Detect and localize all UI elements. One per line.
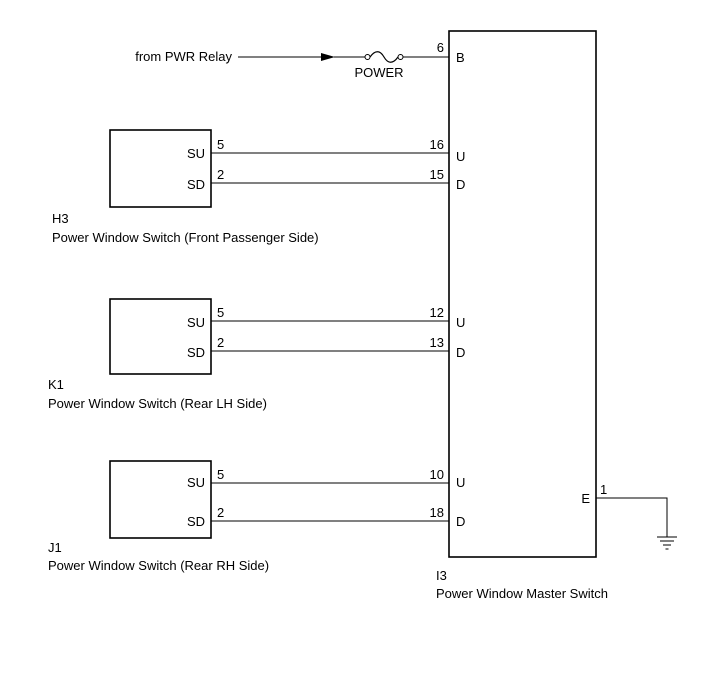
master-terminal-d3: D bbox=[456, 514, 465, 529]
master-switch: B U D U D U D E I3 Power Window Master S… bbox=[436, 30, 608, 601]
switch-code: J1 bbox=[48, 540, 62, 555]
switch-sd-pin: 2 bbox=[217, 335, 224, 350]
switch-sd-label: SD bbox=[187, 177, 205, 192]
power-supply-line: from PWR Relay POWER 6 bbox=[135, 40, 449, 80]
switch-sd-label: SD bbox=[187, 345, 205, 360]
master-code: I3 bbox=[436, 568, 447, 583]
ground-circuit: 1 bbox=[596, 482, 677, 550]
switch-name: Power Window Switch (Front Passenger Sid… bbox=[52, 230, 319, 245]
switch-su-pin: 5 bbox=[217, 137, 224, 152]
switch-front-passenger: SU SD 5 2 16 15 H3 Power Window Switch (… bbox=[52, 129, 449, 245]
switch-su-label: SU bbox=[187, 315, 205, 330]
master-terminal-u2: U bbox=[456, 315, 465, 330]
master-terminal-d1: D bbox=[456, 177, 465, 192]
master-pin-d3: 18 bbox=[430, 505, 444, 520]
switch-su-label: SU bbox=[187, 146, 205, 161]
switch-box bbox=[109, 460, 212, 539]
fuse-label: POWER bbox=[354, 65, 403, 80]
switch-box bbox=[109, 298, 212, 375]
master-terminal-u3: U bbox=[456, 475, 465, 490]
master-pin-e: 1 bbox=[600, 482, 607, 497]
switch-name: Power Window Switch (Rear LH Side) bbox=[48, 396, 267, 411]
switch-sd-pin: 2 bbox=[217, 167, 224, 182]
master-terminal-b: B bbox=[456, 50, 465, 65]
fuse-icon bbox=[364, 51, 404, 63]
master-terminal-d2: D bbox=[456, 345, 465, 360]
master-pin-b: 6 bbox=[437, 40, 444, 55]
master-pin-u2: 12 bbox=[430, 305, 444, 320]
supply-source-label: from PWR Relay bbox=[135, 49, 232, 64]
ground-icon bbox=[657, 536, 677, 550]
master-terminal-u1: U bbox=[456, 149, 465, 164]
switch-box bbox=[109, 129, 212, 208]
switch-sd-pin: 2 bbox=[217, 505, 224, 520]
switch-rear-lh: SU SD 5 2 12 13 K1 Power Window Switch (… bbox=[48, 298, 449, 411]
switch-su-pin: 5 bbox=[217, 467, 224, 482]
switch-name: Power Window Switch (Rear RH Side) bbox=[48, 558, 269, 573]
master-pin-u3: 10 bbox=[430, 467, 444, 482]
switch-sd-label: SD bbox=[187, 514, 205, 529]
master-pin-d2: 13 bbox=[430, 335, 444, 350]
master-pin-d1: 15 bbox=[430, 167, 444, 182]
master-pin-u1: 16 bbox=[430, 137, 444, 152]
supply-arrow-icon bbox=[321, 53, 335, 61]
switch-code: K1 bbox=[48, 377, 64, 392]
switch-su-label: SU bbox=[187, 475, 205, 490]
switch-su-pin: 5 bbox=[217, 305, 224, 320]
ground-wire bbox=[596, 497, 668, 537]
master-terminal-e: E bbox=[581, 491, 590, 506]
switch-code: H3 bbox=[52, 211, 69, 226]
master-switch-box bbox=[448, 30, 597, 558]
switch-rear-rh: SU SD 5 2 10 18 J1 Power Window Switch (… bbox=[48, 460, 449, 573]
master-name: Power Window Master Switch bbox=[436, 586, 608, 601]
